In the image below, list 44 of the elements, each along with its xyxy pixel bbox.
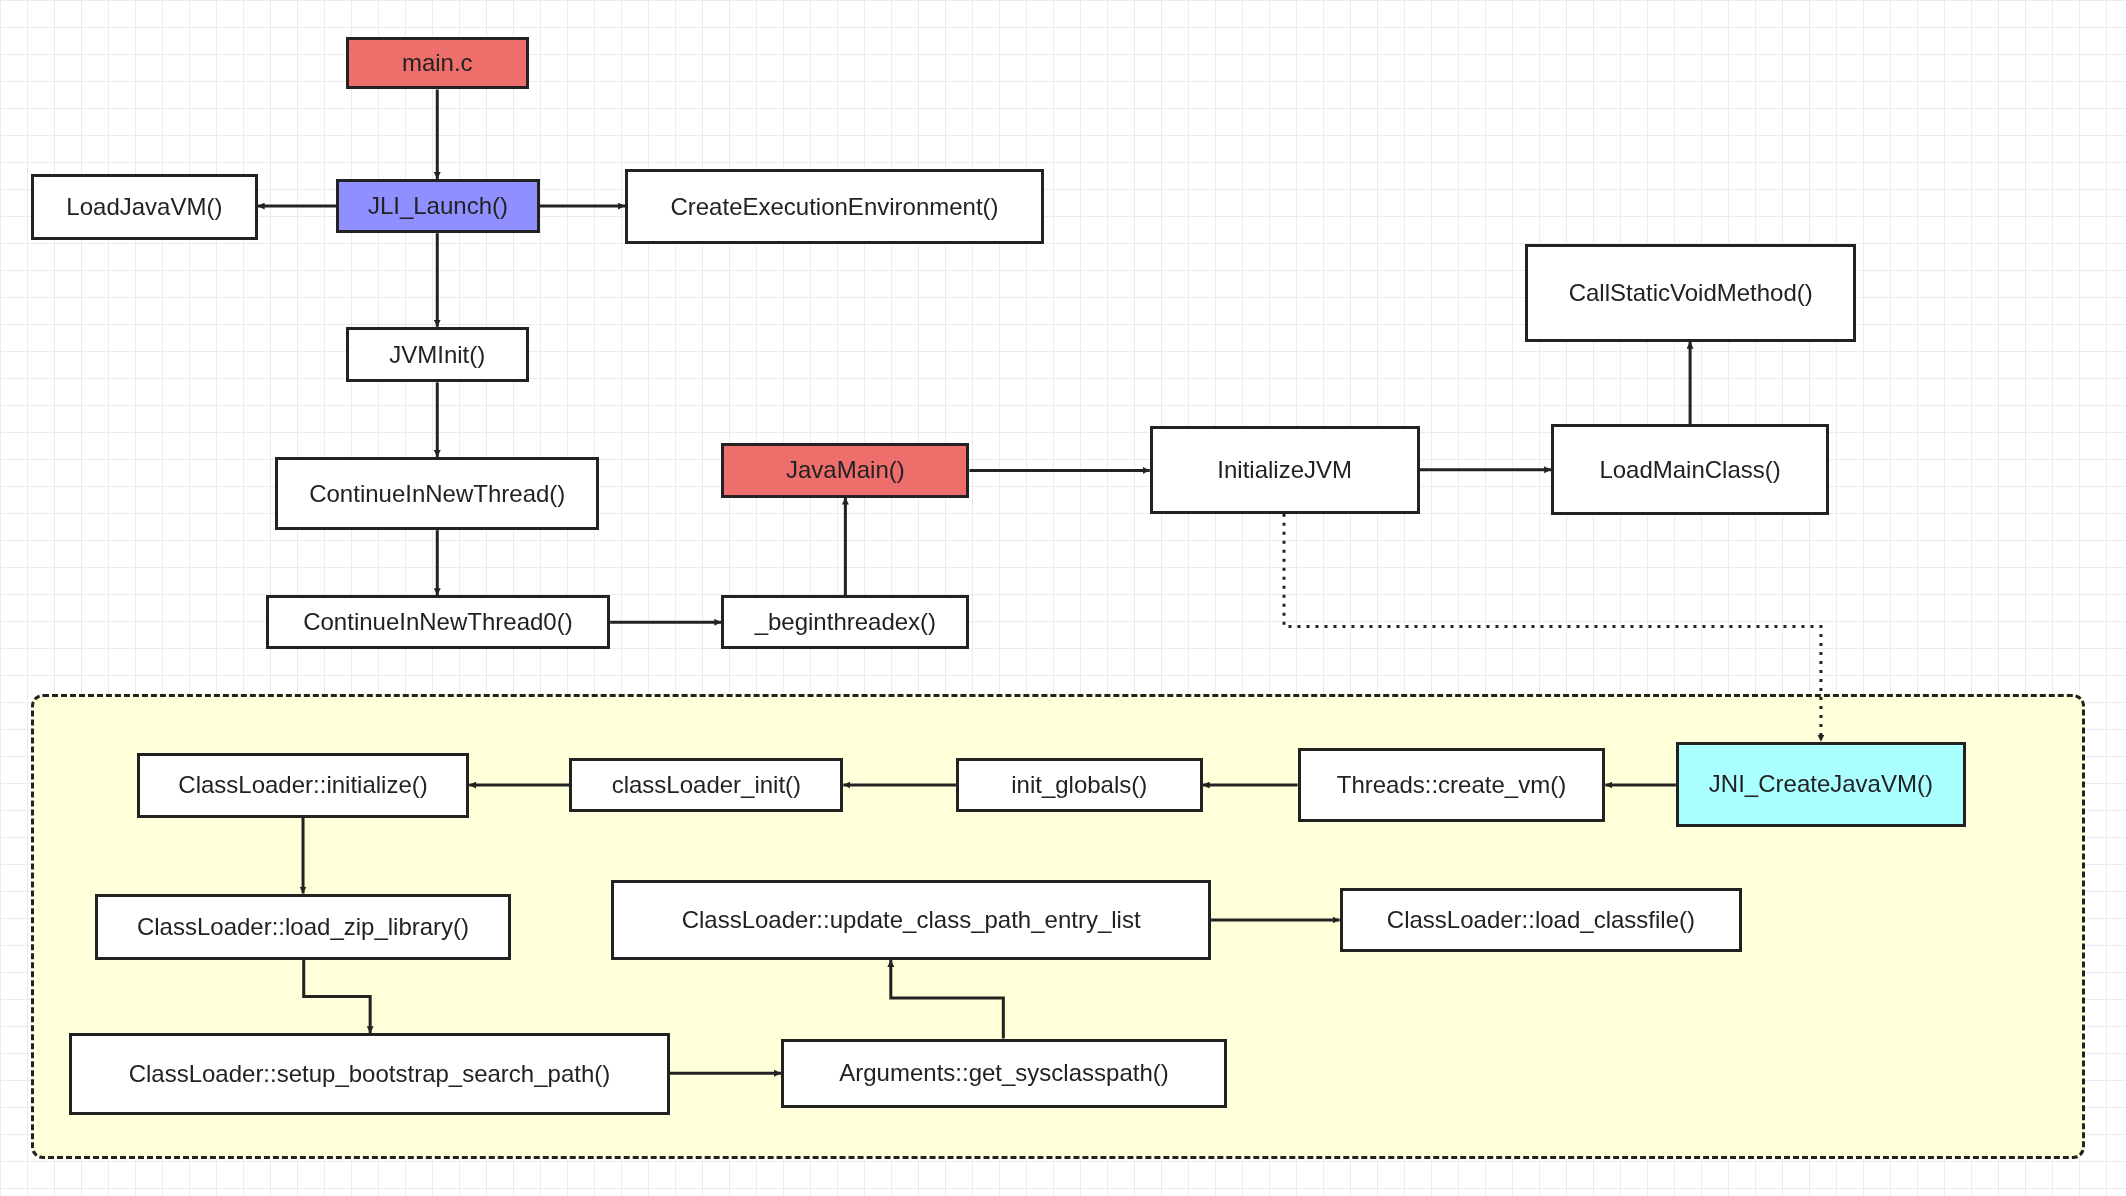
process-box: CreateExecutionEnvironment() [625,169,1044,245]
arrow [469,781,570,789]
arrow [610,618,722,626]
arrow [1210,916,1340,924]
process-box: Arguments::get_sysclasspath() [780,1038,1228,1108]
process-box: JavaMain() [721,443,970,498]
arrow [433,382,441,457]
arrow [433,89,441,179]
process-box: LoadJavaVM() [31,173,258,240]
arrow [843,781,956,789]
process-box: init_globals() [955,757,1203,813]
arrow [302,959,374,1034]
group-container [31,694,2086,1160]
arrow [433,233,441,327]
process-box: ClassLoader::update_class_path_entry_list [611,879,1211,960]
arrow [1202,781,1298,789]
process-box: JNI_CreateJavaVM() [1675,741,1966,828]
process-box: ClassLoader::initialize() [136,752,470,818]
arrow [1419,466,1552,474]
process-box: ContinueInNewThread() [275,456,600,531]
arrow [257,202,337,210]
process-box: Threads::create_vm() [1297,748,1606,822]
arrow [841,497,849,596]
process-box: ClassLoader::load_classfile() [1339,888,1743,952]
process-box: main.c [345,36,529,90]
process-box: _beginthreadex() [721,595,970,650]
process-box: ContinueInNewThread0() [265,595,611,650]
process-box: CallStaticVoidMethod() [1525,244,1857,342]
arrow [539,202,626,210]
process-box: ClassLoader::load_zip_library() [94,893,512,960]
arrow [669,1069,781,1077]
arrow [1686,341,1694,425]
arrow [887,959,1005,1039]
process-box: JVMInit() [345,326,529,383]
arrow [433,530,441,596]
process-box: InitializeJVM [1149,425,1420,514]
arrow [299,817,307,894]
process-box: ClassLoader::setup_bootstrap_search_path() [69,1033,670,1115]
process-box: JLI_Launch() [336,178,540,234]
process-box: classLoader_init() [569,757,844,813]
process-box: LoadMainClass() [1551,424,1830,516]
dotted-arrow [1282,513,1825,742]
arrow [1605,781,1676,789]
arrow [969,467,1150,474]
